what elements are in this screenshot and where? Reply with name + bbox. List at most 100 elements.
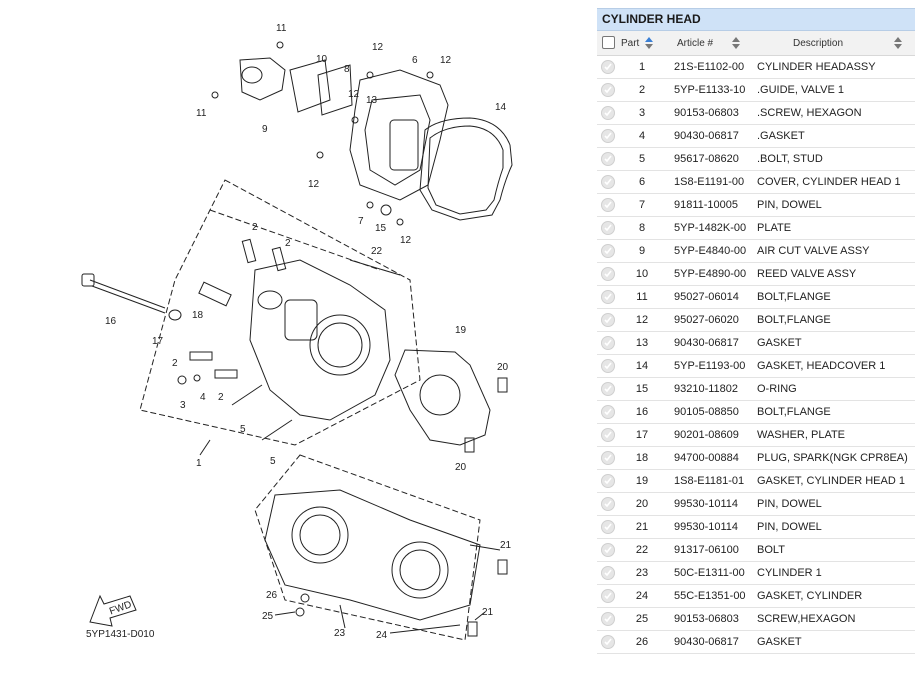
callout-9: 9	[262, 124, 268, 135]
part-number: 12	[635, 314, 649, 326]
part-description: GASKET, CYLINDER HEAD 1	[757, 475, 905, 487]
article-number: 5YP-E4840-00	[674, 245, 747, 257]
select-check-icon[interactable]	[601, 566, 615, 580]
select-check-icon[interactable]	[601, 152, 615, 166]
part-description: .GUIDE, VALVE 1	[757, 84, 845, 96]
select-check-icon[interactable]	[601, 589, 615, 603]
article-number: 91317-06100	[674, 544, 739, 556]
part-description: BOLT,FLANGE	[757, 291, 831, 303]
part-number: 18	[635, 452, 649, 464]
article-number: 55C-E1351-00	[674, 590, 746, 602]
article-number: 1S8-E1181-01	[674, 475, 745, 487]
select-check-icon[interactable]	[601, 313, 615, 327]
part-description: PLATE	[757, 222, 792, 234]
article-number: 1S8-E1191-00	[674, 176, 745, 188]
part-description: GASKET	[757, 337, 802, 349]
article-number: 99530-10114	[674, 498, 739, 510]
part-column-header[interactable]: Part	[621, 38, 640, 49]
callout-20: 20	[455, 462, 467, 473]
select-check-icon[interactable]	[601, 60, 615, 74]
select-check-icon[interactable]	[601, 290, 615, 304]
select-check-icon[interactable]	[601, 198, 615, 212]
select-check-icon[interactable]	[601, 474, 615, 488]
table-row[interactable]: 20 99530-10114 PIN, DOWEL	[597, 493, 915, 516]
description-column-header[interactable]: Description	[793, 38, 844, 49]
article-number: 90430-06817	[674, 130, 739, 142]
article-number: 5YP-E1133-10	[674, 84, 746, 96]
callout-16: 16	[105, 316, 117, 327]
part-description: PIN, DOWEL	[757, 498, 822, 510]
article-number: 90105-08850	[674, 406, 739, 418]
select-check-icon[interactable]	[601, 451, 615, 465]
select-check-icon[interactable]	[601, 405, 615, 419]
select-check-icon[interactable]	[601, 244, 615, 258]
callout-14: 14	[495, 102, 507, 113]
select-check-icon[interactable]	[601, 612, 615, 626]
part-number: 2	[638, 84, 646, 96]
callout-8: 8	[344, 64, 350, 75]
sort-part-icon[interactable]	[644, 36, 654, 50]
select-check-icon[interactable]	[601, 221, 615, 235]
part-number: 23	[635, 567, 649, 579]
select-check-icon[interactable]	[601, 359, 615, 373]
callout-6: 6	[412, 55, 418, 66]
select-all-checkbox[interactable]	[602, 36, 615, 49]
part-description: GASKET, CYLINDER	[757, 590, 863, 602]
callout-25: 25	[262, 611, 274, 622]
article-number: 5YP-E1193-00	[674, 360, 746, 372]
select-check-icon[interactable]	[601, 382, 615, 396]
select-check-icon[interactable]	[601, 267, 615, 281]
select-check-icon[interactable]	[601, 520, 615, 534]
select-check-icon[interactable]	[601, 543, 615, 557]
part-description: GASKET	[757, 636, 802, 648]
select-check-icon[interactable]	[601, 129, 615, 143]
select-check-icon[interactable]	[601, 106, 615, 120]
part-description: WASHER, PLATE	[757, 429, 846, 441]
article-number: 90153-06803	[674, 613, 739, 625]
select-check-icon[interactable]	[601, 635, 615, 649]
article-column-header[interactable]: Article #	[677, 38, 714, 49]
select-check-icon[interactable]	[601, 83, 615, 97]
part-number: 22	[635, 544, 649, 556]
callout-5: 5	[270, 456, 276, 467]
callout-13: 13	[366, 95, 378, 106]
sort-description-icon[interactable]	[893, 36, 903, 50]
part-number: 20	[635, 498, 649, 510]
select-check-icon[interactable]	[601, 175, 615, 189]
table-row[interactable]: 2 5YP-E1133-10 .GUIDE, VALVE 1	[597, 79, 915, 102]
part-number: 14	[635, 360, 649, 372]
select-check-icon[interactable]	[601, 428, 615, 442]
sort-article-icon[interactable]	[731, 36, 741, 50]
callout-19: 19	[455, 325, 467, 336]
select-check-icon[interactable]	[601, 497, 615, 511]
callout-2: 2	[252, 222, 258, 233]
callout-18: 18	[192, 310, 204, 321]
part-description: CYLINDER HEADASSY	[757, 61, 876, 73]
select-check-icon[interactable]	[601, 336, 615, 350]
part-number: 9	[638, 245, 646, 257]
